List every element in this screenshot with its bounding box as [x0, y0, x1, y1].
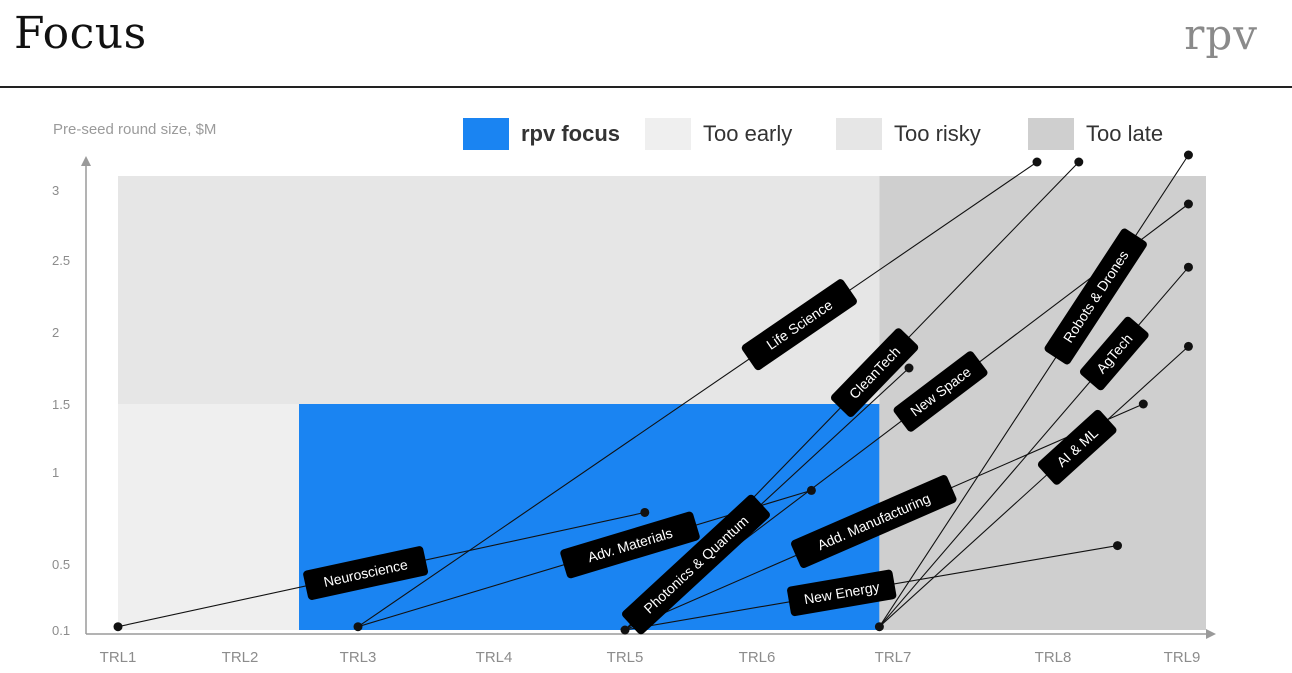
y-tick-label: 0.1: [52, 623, 70, 638]
series-label-box: [303, 546, 429, 600]
x-tick-label: TRL9: [1164, 649, 1201, 666]
series-label-box: [830, 328, 919, 417]
legend-swatch-late: [1028, 118, 1074, 150]
y-tick-label: 0.5: [52, 557, 70, 572]
zone-too-risky: [118, 176, 880, 404]
series-label-box: [893, 351, 988, 432]
series-end-dot-photonics-and-quantum: [904, 363, 914, 373]
x-axis-arrow: [1206, 629, 1216, 639]
series-label-box: [741, 279, 857, 371]
series-label-box: [791, 475, 957, 569]
series-end-dot-agtech: [1183, 262, 1193, 272]
legend-item-late: Too late: [1028, 118, 1163, 150]
y-tick-label: 1: [52, 465, 59, 480]
y-tick-label: 3: [52, 183, 59, 198]
x-tick-label: TRL6: [739, 649, 776, 666]
series-end-dot-adv-materials: [806, 485, 816, 495]
legend-swatch-early: [645, 118, 691, 150]
series-label-cleantech: CleanTech: [830, 328, 919, 417]
series-end-dot-ai-and-ml: [1183, 341, 1193, 351]
y-axis-label: Pre-seed round size, $M: [53, 121, 217, 138]
zone-too-early: [118, 404, 299, 630]
x-tick-label: TRL3: [340, 649, 377, 666]
x-tick-label: TRL5: [607, 649, 644, 666]
header-divider: [0, 86, 1292, 88]
legend-item-focus: rpv focus: [463, 118, 620, 150]
x-tick-label: TRL4: [476, 649, 513, 666]
series-start-dot: [113, 622, 123, 632]
zone-rpv-focus: [299, 404, 880, 630]
series-end-dot-neuroscience: [640, 507, 650, 517]
legend-label-focus: rpv focus: [521, 121, 621, 146]
series-label-box: [1037, 409, 1117, 485]
series-end-dot-robots-and-drones: [1183, 150, 1193, 160]
legend-label-early: Too early: [703, 121, 793, 146]
series-end-dot-life-science: [1032, 157, 1042, 167]
legend-label-risky: Too risky: [894, 121, 981, 146]
series-label-box: [560, 511, 700, 579]
x-tick-label: TRL7: [875, 649, 912, 666]
legend-label-late: Too late: [1086, 121, 1164, 146]
x-tick-label: TRL2: [222, 649, 259, 666]
series-label-box: [787, 569, 897, 617]
series-label-neuroscience: Neuroscience: [303, 546, 429, 600]
legend-item-early: Too early: [645, 118, 792, 150]
x-tick-label: TRL8: [1035, 649, 1072, 666]
series-label-box: [622, 494, 770, 635]
series-end-dot-new-energy: [1113, 541, 1122, 551]
x-tick-label: TRL1: [100, 649, 137, 666]
legend-swatch-risky: [836, 118, 882, 150]
y-tick-label: 2.5: [52, 253, 70, 268]
series-end-dot-cleantech: [1074, 157, 1084, 167]
page-title: Focus: [14, 8, 147, 59]
y-tick-label: 1.5: [52, 397, 70, 412]
series-line-life-science: [357, 161, 1038, 628]
y-axis-arrow: [81, 156, 91, 166]
series-line-robots-and-drones: [878, 154, 1189, 628]
legend-swatch-focus: [463, 118, 509, 150]
series-line-ai-and-ml: [879, 345, 1189, 628]
series-end-dot-new-space: [1183, 199, 1193, 209]
legend-item-risky: Too risky: [836, 118, 981, 150]
series-label-new-energy: New Energy: [787, 569, 897, 617]
series-label-box: [1044, 228, 1147, 365]
series-end-dot-add-manufacturing: [1138, 399, 1148, 409]
series-label-box: [1079, 316, 1149, 391]
brand-logo: rpv: [1184, 10, 1258, 59]
y-tick-label: 2: [52, 325, 59, 340]
